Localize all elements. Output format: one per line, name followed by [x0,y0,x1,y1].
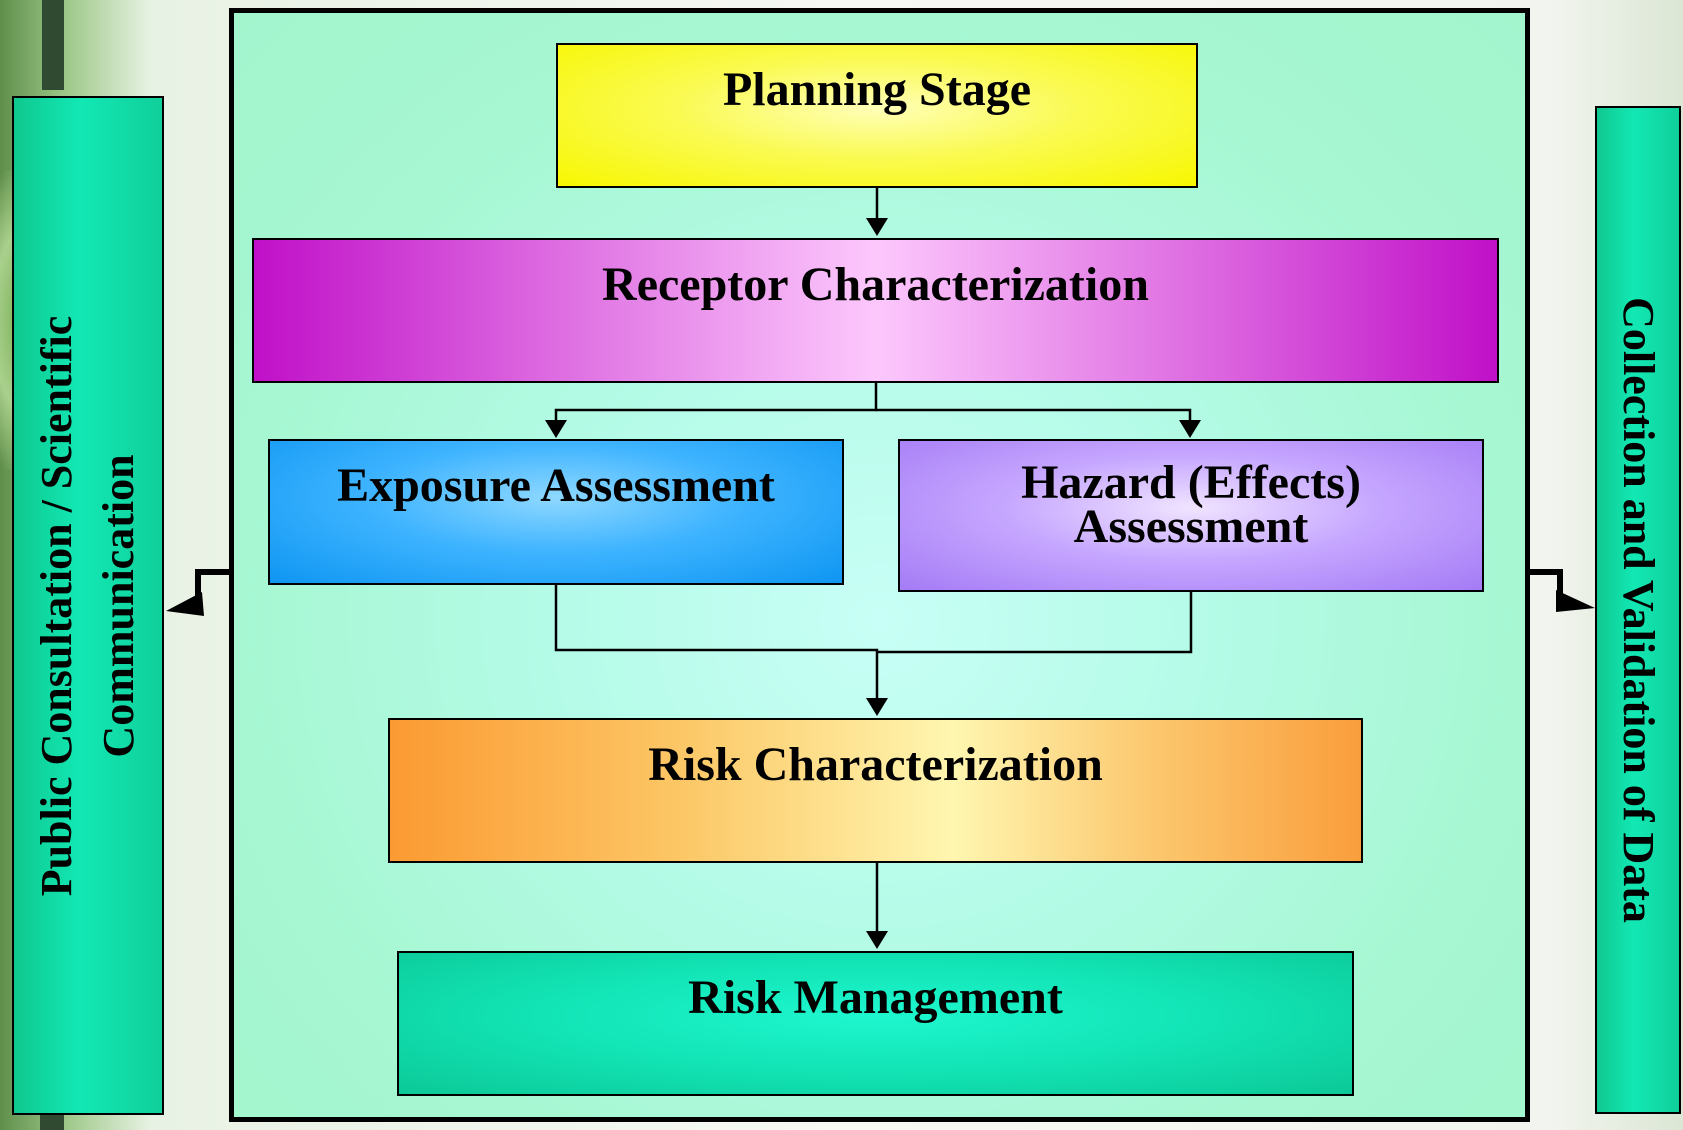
side-bar-left-line1: Public Consultation / Scientific [32,315,81,896]
receptor-characterization-label: Receptor Characterization [602,258,1149,311]
hazard-assessment-box: Hazard (Effects) Assessment [898,439,1484,592]
side-bar-public-consultation: Public Consultation / Scientific Communi… [12,96,164,1115]
side-bar-right-label: Collection and Validation of Data [1607,297,1669,923]
risk-management-label: Risk Management [688,971,1063,1024]
planning-stage-box: Planning Stage [556,43,1198,188]
arrow-to-left-sidebar [195,569,229,603]
risk-characterization-box: Risk Characterization [388,718,1363,863]
risk-characterization-label: Risk Characterization [648,738,1103,791]
arrow-to-right-sidebar [1530,569,1563,600]
side-bar-left-line2: Communication [94,453,143,758]
background-dark-bar-top [42,0,64,90]
side-bar-left-label: Public Consultation / Scientific Communi… [26,315,150,896]
side-bar-right-line1: Collection and Validation of Data [1614,297,1663,923]
receptor-characterization-box: Receptor Characterization [252,238,1499,383]
exposure-assessment-label: Exposure Assessment [337,459,775,512]
side-bar-data-collection: Collection and Validation of Data [1595,106,1681,1114]
hazard-assessment-label: Hazard (Effects) Assessment [900,441,1482,553]
risk-management-box: Risk Management [397,951,1354,1096]
exposure-assessment-box: Exposure Assessment [268,439,844,585]
hazard-assessment-line2: Assessment [1073,500,1309,553]
arrowhead-to-right-sidebar [1556,590,1595,612]
arrowhead-to-left-sidebar [166,592,204,616]
planning-stage-label: Planning Stage [722,63,1032,116]
hazard-assessment-line1: Hazard (Effects) [1021,456,1361,509]
